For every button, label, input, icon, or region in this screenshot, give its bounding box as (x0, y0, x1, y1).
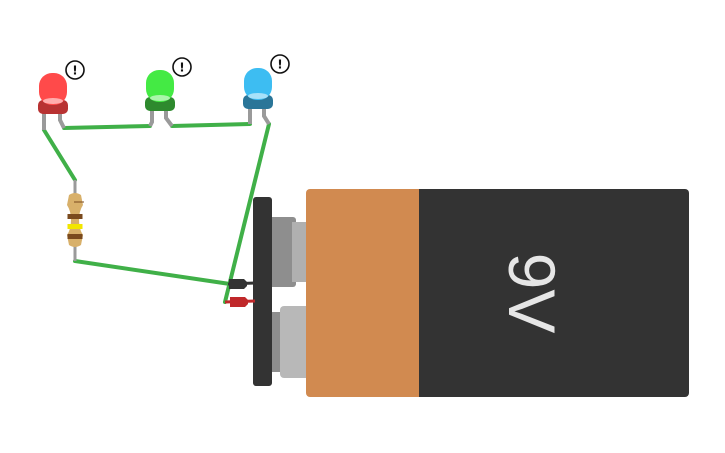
resistor-band-1 (67, 214, 83, 219)
warning-badge[interactable]: ! (270, 54, 290, 74)
battery-body-dark (419, 189, 689, 397)
wire-red-led-to-resistor[interactable] (42, 128, 77, 182)
led-base (243, 95, 273, 109)
wire-blue-led-to-battery-positive[interactable] (223, 122, 271, 304)
exclamation-icon (270, 54, 290, 74)
wires (42, 122, 271, 304)
led-base (38, 100, 68, 114)
exclamation-icon (172, 57, 192, 77)
resistor-band-2 (67, 224, 83, 229)
exclamation-icon (65, 60, 85, 80)
battery-lead-negative[interactable] (227, 279, 256, 289)
led-red[interactable]: ! (38, 60, 85, 130)
led-body (146, 70, 174, 102)
battery-terminal-top-cap (292, 222, 310, 282)
wire-resistor-to-battery-negative[interactable] (73, 259, 232, 286)
led-legs (42, 112, 66, 130)
wire-red-to-green-led[interactable] (62, 124, 152, 130)
warning-text: ! (179, 61, 184, 75)
battery-body-dark-edge (419, 189, 427, 397)
warning-text: ! (72, 64, 77, 78)
wire-green-to-blue-led[interactable] (170, 122, 252, 128)
led-body (244, 68, 272, 100)
battery-body-orange (306, 189, 424, 397)
resistor[interactable] (67, 180, 84, 261)
led-highlight (248, 93, 268, 99)
battery-lead-positive[interactable] (224, 297, 256, 307)
battery-terminal-top (268, 217, 296, 287)
warning-text: ! (277, 58, 282, 72)
battery-label: 9V (495, 253, 569, 334)
led-legs (148, 110, 174, 128)
battery-9v[interactable]: 9V (224, 189, 689, 397)
led-green[interactable]: ! (145, 57, 192, 128)
led-body (39, 73, 67, 105)
battery-terminal-bottom (280, 306, 310, 378)
led-base (145, 97, 175, 111)
led-highlight (43, 98, 63, 104)
led-blue[interactable]: ! (243, 54, 290, 126)
resistor-body (67, 193, 83, 247)
battery-terminal-plate (253, 197, 272, 386)
led-highlight (150, 95, 170, 101)
resistor-band-3 (67, 234, 83, 239)
warning-badge[interactable]: ! (65, 60, 85, 80)
led-legs (248, 108, 271, 126)
warning-badge[interactable]: ! (172, 57, 192, 77)
